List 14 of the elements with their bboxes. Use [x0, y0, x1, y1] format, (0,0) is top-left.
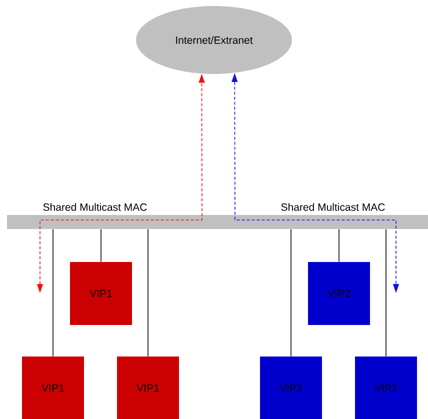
connector-line	[100, 228, 102, 262]
server-box: VIP1	[117, 356, 179, 419]
connector-line	[338, 228, 340, 262]
server-box: VIP1	[22, 356, 84, 419]
network-cloud: Internet/Extranet	[136, 6, 292, 74]
server-box: VIP2	[308, 262, 370, 325]
server-box: VIP1	[70, 262, 132, 325]
server-box: VIP2	[355, 356, 417, 419]
server-box: VIP2	[260, 356, 322, 419]
network-bus	[7, 215, 428, 229]
bus-label: Shared Multicast MAC	[281, 203, 385, 211]
connector-line	[52, 228, 54, 357]
connector-line	[290, 228, 292, 357]
bus-label: Shared Multicast MAC	[43, 203, 147, 211]
